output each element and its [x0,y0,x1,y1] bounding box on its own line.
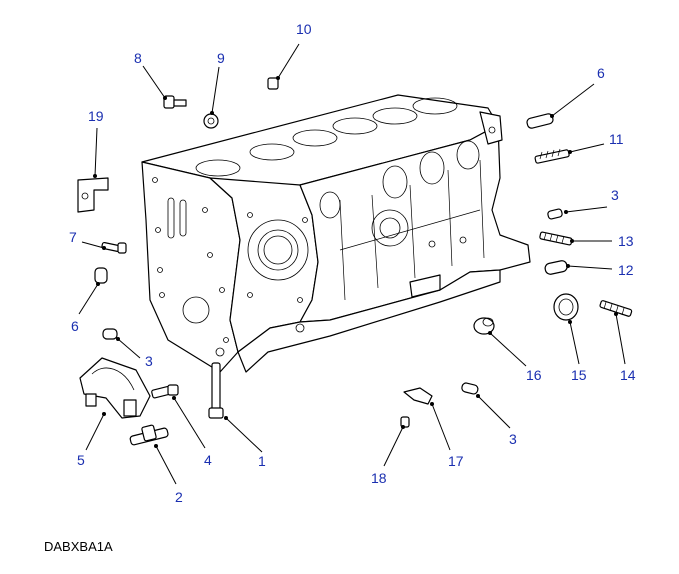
main-bearing-cap-part [79,357,151,419]
callout-2: 2 [175,489,183,505]
callout-8: 8 [134,50,142,66]
leader-15 [569,321,580,365]
leader-3b [477,395,511,429]
callout-6a: 6 [71,318,79,334]
leader-8 [142,65,166,99]
dowel-sleeve-part-lower [94,267,108,284]
leader-3c [565,206,608,213]
leader-4 [173,397,206,449]
dowel-sleeve-part-upper [526,113,554,129]
leader-dot-3b [476,394,480,398]
leader-dot-19 [93,174,97,178]
callout-3c: 3 [611,187,619,203]
flange-bolt-part [163,95,187,109]
callout-18: 18 [371,470,387,486]
leader-11 [569,143,605,153]
leader-10 [277,43,300,79]
callout-19: 19 [88,108,104,124]
leader-6a [78,283,99,315]
leader-lines [78,43,626,485]
leader-18 [383,426,404,467]
cap-bolt-part [151,384,179,399]
leader-14 [615,313,626,365]
cylinder-block [141,94,531,373]
leader-dot-15 [568,320,572,324]
callout-5: 5 [77,452,85,468]
callout-12: 12 [618,262,634,278]
leader-dot-6b [550,114,554,118]
leader-19 [94,127,98,177]
threaded-stud-part-upper [534,148,570,164]
callout-14: 14 [620,367,636,383]
leader-dot-9 [210,111,214,115]
bush-part [473,317,495,335]
leader-dot-14 [614,312,618,316]
leader-dot-6a [96,282,100,286]
leader-5 [85,413,105,451]
callout-13: 13 [618,233,634,249]
dowel-part-left [102,328,118,340]
head-bolt-part [208,362,224,419]
leader-dot-2 [154,444,158,448]
leader-dot-17 [430,402,434,406]
callout-9: 9 [217,50,225,66]
callout-3a: 3 [145,353,153,369]
callout-11: 11 [609,131,624,147]
callout-1: 1 [258,453,266,469]
leader-7 [81,241,105,249]
leader-dot-5 [102,412,106,416]
threaded-stud-part-lower [599,300,633,317]
leader-dot-3c [564,210,568,214]
callout-6b: 6 [597,65,605,81]
leader-1 [225,417,263,453]
leader-dot-7 [102,246,106,250]
dowel-part-right-upper [547,208,563,220]
leader-dot-1 [224,416,228,420]
callout-10: 10 [296,21,312,37]
leader-dot-18 [401,425,405,429]
leader-12 [567,265,613,270]
leader-dot-16 [488,331,492,335]
leader-17 [431,403,451,451]
leader-dot-3a [116,337,120,341]
leader-16 [489,332,527,367]
core-plug-part [267,77,279,90]
diagram-reference-code: DABXBA1A [44,539,113,554]
callout-7: 7 [69,229,77,245]
oil-seal-part [553,293,579,321]
callout-3b: 3 [509,431,517,447]
leader-6b [551,83,595,117]
retaining-clip-part [403,387,433,405]
leader-dot-10 [276,76,280,80]
callout-labels: 1 2 3 3 3 4 5 6 6 7 8 9 10 11 12 13 14 1… [69,21,636,505]
callout-17: 17 [448,453,464,469]
sealing-washer-part [203,113,219,129]
leader-3a [117,338,141,359]
dowel-part-right-lower [461,382,479,395]
leader-2 [155,445,177,485]
leader-dot-4 [172,396,176,400]
leader-dot-8 [163,96,167,100]
leader-dot-11 [568,150,572,154]
leader-dot-12 [566,264,570,268]
stud-bolt-part [129,424,169,446]
threaded-stud-part-long [539,231,573,246]
callout-4: 4 [204,452,212,468]
leader-dot-13 [570,239,574,243]
mounting-bracket-part [77,177,109,213]
leader-9 [211,66,220,114]
callout-15: 15 [571,367,587,383]
sleeve-part [544,260,568,275]
callout-16: 16 [526,367,542,383]
bolt-part-left [101,241,127,254]
